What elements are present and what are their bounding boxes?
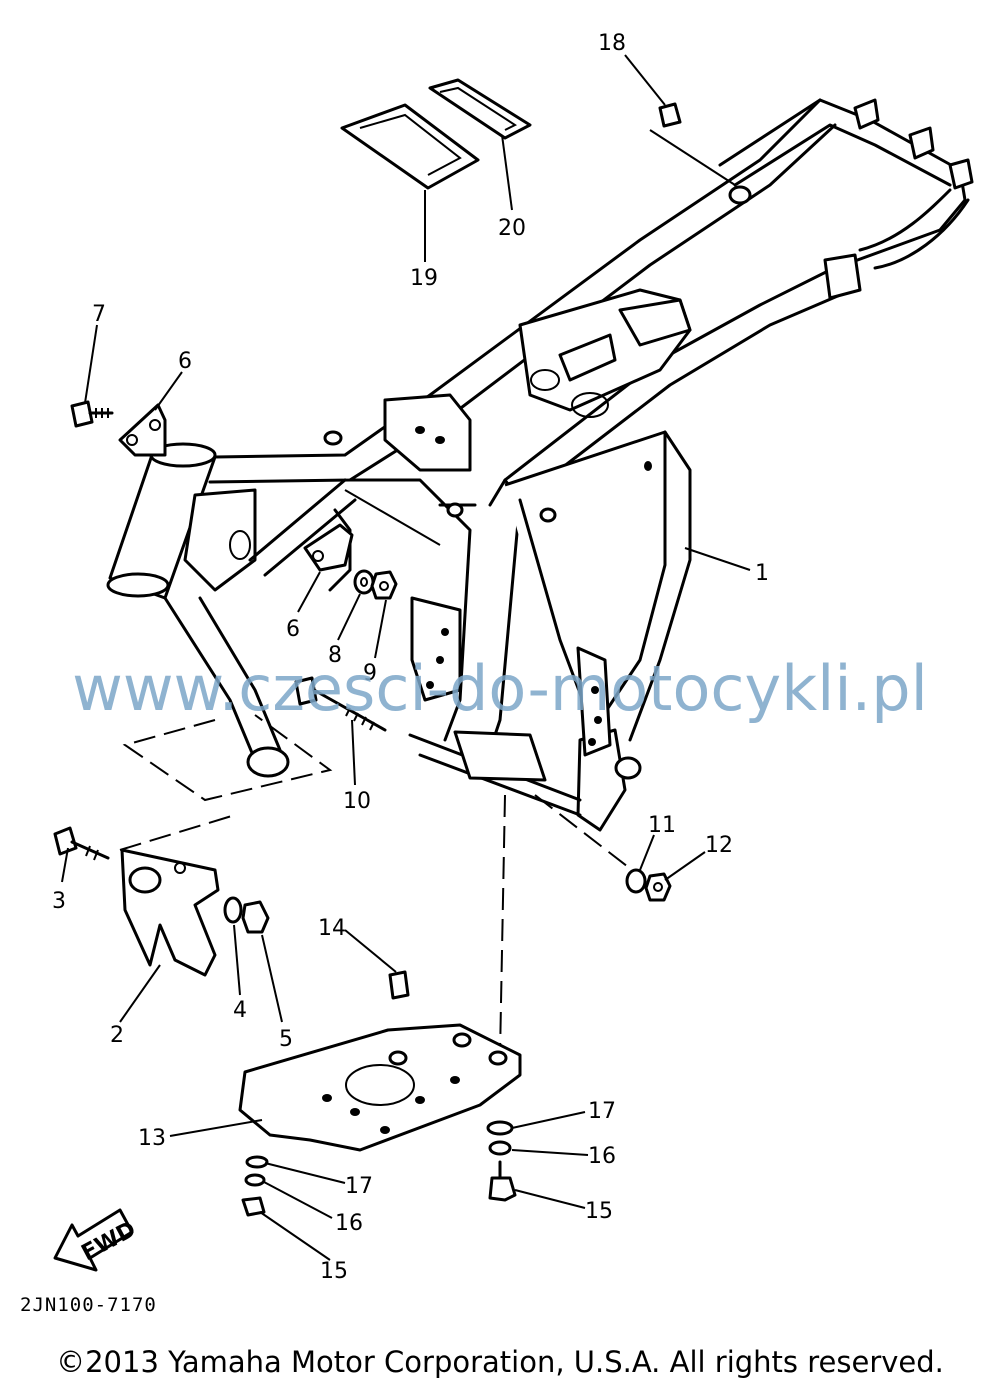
callout-5: 5 [279,1027,293,1052]
callout-17-left: 17 [345,1174,373,1199]
skid-plate-part-13 [238,1023,522,1152]
callout-7: 7 [92,302,106,327]
washer-part-17-right [486,1120,514,1136]
nut-part-5 [241,900,270,934]
washer-part-8 [353,569,375,595]
diagram-code: 2JN100-7170 [20,1294,157,1316]
callout-2: 2 [110,1023,124,1048]
bolt-part-15-left [241,1196,266,1217]
callout-18: 18 [598,31,626,56]
callout-20: 20 [498,216,526,241]
callout-16-right: 16 [588,1144,616,1169]
bolt-part-15-right [488,1160,517,1202]
cushion-part-20 [428,78,532,140]
callout-11: 11 [648,813,676,838]
callout-14: 14 [318,916,346,941]
washer-part-11 [625,868,647,894]
washer-part-17-left [245,1155,269,1169]
assembly-lines [119,129,736,1056]
bolt-part-3 [53,826,110,861]
callout-19: 19 [410,266,438,291]
watermark-text: www.czesci-do-motocykli.pl [72,652,928,725]
callout-labels: 1 2 3 4 5 6 6 7 8 9 10 11 12 13 14 15 15… [52,31,769,1284]
callout-15-right: 15 [585,1199,613,1224]
washer-part-4 [223,896,243,924]
lockwasher-part-16-right [488,1140,512,1156]
copyright-notice: ©2013 Yamaha Motor Corporation, U.S.A. A… [56,1345,944,1379]
frame-part-1 [106,98,974,832]
leader-lines [61,54,751,1261]
callout-15-left: 15 [320,1259,348,1284]
nut-part-9 [370,570,398,600]
nut-part-12 [644,872,672,902]
callout-3: 3 [52,889,66,914]
fwd-arrow-icon: FWD [53,1208,140,1272]
bolt-part-7 [70,400,114,428]
engine-bracket-part-2 [120,848,220,977]
bolt-part-10 [294,676,387,732]
cap-part-18 [658,102,682,128]
cushion-part-19 [340,103,480,190]
callout-12: 12 [705,833,733,858]
bracket-part-6-upper [118,403,167,457]
callout-13: 13 [138,1126,166,1151]
callout-6-lower: 6 [286,617,300,642]
callout-6-upper: 6 [178,349,192,374]
callout-16-left: 16 [335,1211,363,1236]
callout-10: 10 [343,789,371,814]
callout-8: 8 [328,643,342,668]
collar-part-14 [388,970,410,1000]
callout-4: 4 [233,998,247,1023]
callout-17-right: 17 [588,1099,616,1124]
bracket-part-6-lower [303,523,354,572]
callout-9: 9 [363,661,377,686]
lockwasher-part-16-left [244,1173,266,1187]
callout-1: 1 [755,561,769,586]
